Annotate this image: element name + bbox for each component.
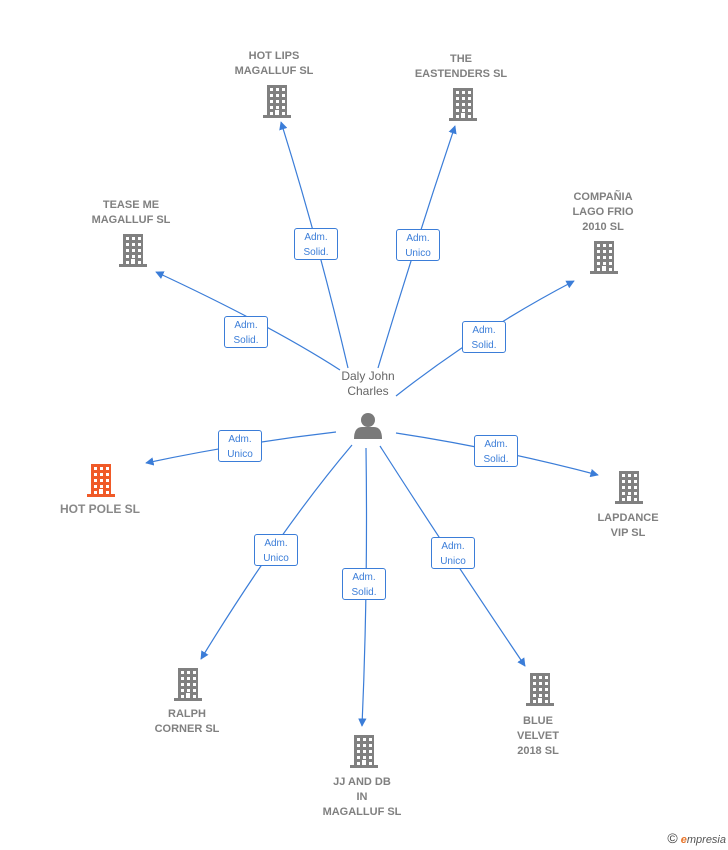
company-label-hot-pole[interactable]: HOT POLE SL	[59, 502, 140, 516]
role-badge-blue-velvet: Adm. Unico	[431, 537, 475, 569]
brand-name: mpresia	[686, 834, 726, 846]
copyright-icon: ©	[667, 830, 678, 846]
company-label-tease-me[interactable]: TEASE ME MAGALLUF SL	[91, 199, 171, 226]
brand-logo-e: e	[680, 834, 687, 846]
building-icon-blue-velvet[interactable]	[526, 673, 554, 706]
building-icon-lago-frio[interactable]	[590, 241, 618, 274]
company-label-jj-db[interactable]: JJ AND DB IN MAGALLUF SL	[322, 776, 402, 818]
role-badge-lago-frio: Adm. Solid.	[462, 321, 506, 353]
building-icon-ralph[interactable]	[174, 668, 202, 701]
role-badge-eastenders: Adm. Unico	[396, 229, 440, 261]
building-icon-tease-me[interactable]	[119, 234, 147, 267]
building-icon-jj-db[interactable]	[350, 735, 378, 768]
building-icon-eastenders[interactable]	[449, 88, 477, 121]
footer-brand: © empresia	[667, 830, 726, 846]
company-label-eastenders[interactable]: THE EASTENDERS SL	[414, 53, 508, 80]
company-label-blue-velvet[interactable]: BLUE VELVET 2018 SL	[517, 715, 559, 757]
role-badge-hot-lips: Adm. Solid.	[294, 228, 338, 260]
role-badge-ralph: Adm. Unico	[254, 534, 298, 566]
company-label-lapdance[interactable]: LAPDANCE VIP SL	[597, 512, 659, 539]
company-label-lago-frio[interactable]: COMPAÑIA LAGO FRIO 2010 SL	[572, 191, 634, 233]
role-badge-lapdance: Adm. Solid.	[474, 435, 518, 467]
role-badge-hot-pole: Adm. Unico	[218, 430, 262, 462]
role-badge-tease-me: Adm. Solid.	[224, 316, 268, 348]
person-name-label[interactable]: Daly John Charles	[341, 369, 395, 398]
building-icon-hot-lips[interactable]	[263, 85, 291, 118]
building-icon-hot-pole[interactable]	[87, 464, 115, 497]
building-icon-lapdance[interactable]	[615, 471, 643, 504]
role-badge-jj-db: Adm. Solid.	[342, 568, 386, 600]
company-label-ralph[interactable]: RALPH CORNER SL	[154, 708, 220, 735]
person-icon[interactable]	[354, 413, 382, 439]
company-label-hot-lips[interactable]: HOT LIPS MAGALLUF SL	[234, 50, 314, 77]
